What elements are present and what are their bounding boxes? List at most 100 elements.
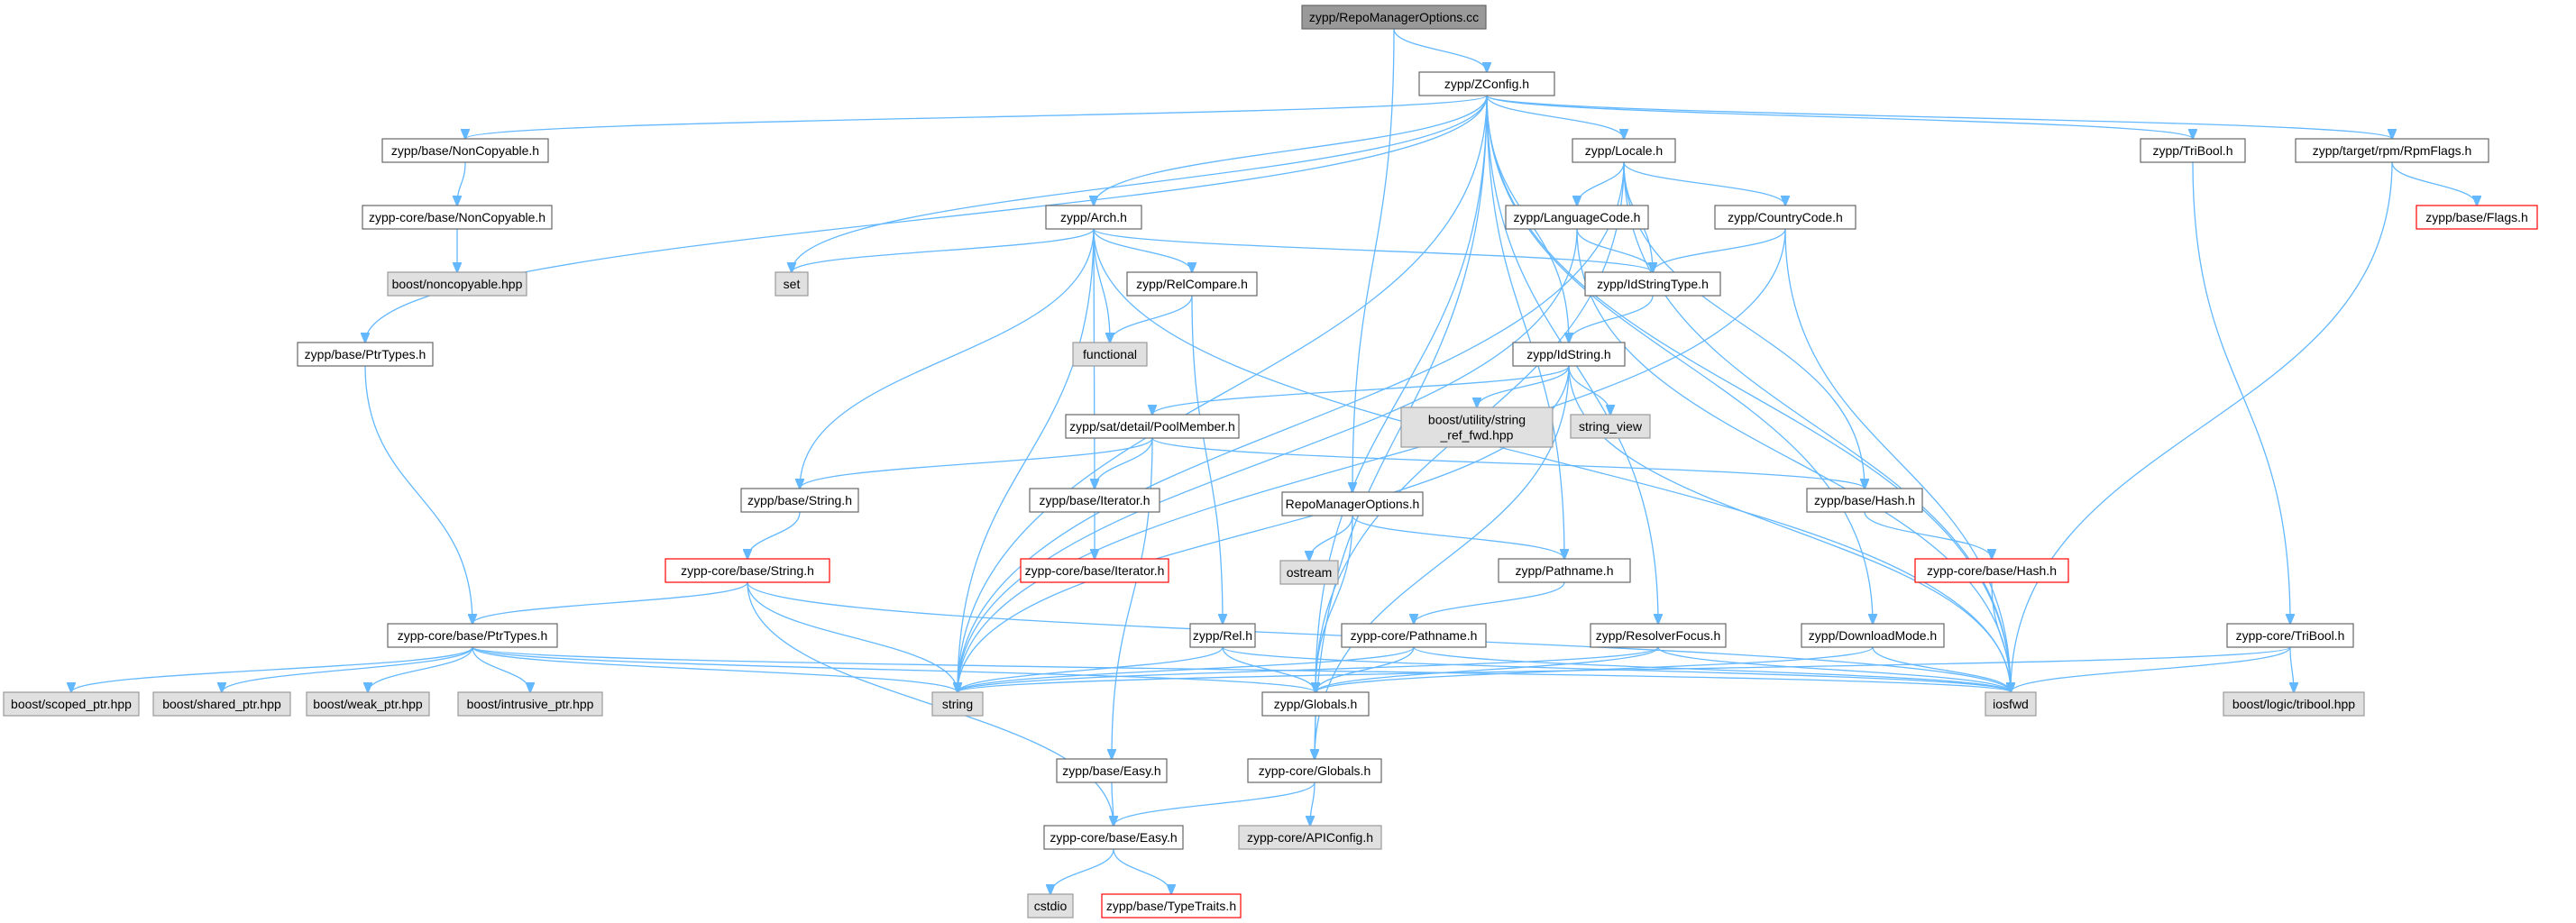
- edge-idstring-to-stringview: [1568, 365, 1610, 415]
- edge-locale-to-string: [958, 161, 1625, 692]
- node-cstdio: cstdio: [1027, 893, 1074, 918]
- node-label-baseflags: zypp/base/Flags.h: [2425, 210, 2528, 224]
- node-coretribool[interactable]: zypp-core/TriBool.h: [2226, 623, 2354, 648]
- edge-globals-to-coreglobals: [1315, 715, 1316, 759]
- node-languagecode[interactable]: zypp/LanguageCode.h: [1505, 205, 1649, 230]
- node-downloadmode[interactable]: zypp/DownloadMode.h: [1801, 623, 1945, 648]
- node-rel[interactable]: zypp/Rel.h: [1189, 623, 1256, 648]
- node-coreeasy[interactable]: zypp-core/base/Easy.h: [1043, 825, 1184, 850]
- node-set: set: [775, 271, 809, 297]
- edge-countrycode-to-string: [958, 228, 1786, 692]
- node-boostnoncopyable: boost/noncopyable.hpp: [387, 271, 527, 297]
- node-box-basestring: [740, 488, 859, 513]
- node-root[interactable]: zypp/RepoManagerOptions.cc: [1301, 5, 1487, 30]
- edge-coreptrtypes-to-iosfwd: [472, 646, 2011, 692]
- node-tribool[interactable]: zypp/TriBool.h: [2140, 138, 2246, 163]
- edge-coreeasy-to-cstdio: [1050, 848, 1114, 894]
- node-label-baseiterator: zypp/base/Iterator.h: [1040, 493, 1150, 507]
- edge-coreglobals-to-coreeasy: [1114, 781, 1316, 826]
- node-apiconfig: zypp-core/APIConfig.h: [1238, 825, 1382, 850]
- edge-coreptrtypes-to-string: [472, 646, 958, 692]
- node-label-apiconfig: zypp-core/APIConfig.h: [1247, 830, 1373, 845]
- edge-arch-to-set: [792, 228, 1095, 272]
- node-label-repomanageroptions: RepoManagerOptions.h: [1286, 497, 1420, 511]
- node-ostream: ostream: [1279, 560, 1339, 585]
- node-box-corestring: [665, 558, 830, 583]
- node-idstringtype[interactable]: zypp/IdStringType.h: [1584, 271, 1721, 297]
- node-label-coreptrtypes: zypp-core/base/PtrTypes.h: [398, 628, 548, 643]
- node-countrycode[interactable]: zypp/CountryCode.h: [1714, 205, 1856, 230]
- node-baseflags: zypp/base/Flags.h: [2416, 205, 2538, 230]
- edge-coreglobals-to-apiconfig: [1310, 781, 1316, 826]
- node-baseiterator[interactable]: zypp/base/Iterator.h: [1029, 488, 1160, 513]
- node-label-corepathname: zypp-core/Pathname.h: [1351, 628, 1478, 643]
- node-boostutility: boost/utility/string_ref_fwd.hpp: [1400, 407, 1554, 448]
- edge-languagecode-to-string: [958, 228, 1578, 692]
- node-label-arch: zypp/Arch.h: [1060, 210, 1127, 224]
- node-box-weakptr: [306, 691, 430, 717]
- node-label-basehash: zypp/base/Hash.h: [1814, 493, 1915, 507]
- edge-countrycode-to-iosfwd: [1784, 228, 2011, 692]
- node-repomanageroptions[interactable]: RepoManagerOptions.h: [1281, 491, 1424, 516]
- node-box-stringview: [1570, 414, 1651, 439]
- node-globals[interactable]: zypp/Globals.h: [1261, 691, 1370, 717]
- node-box-root: [1301, 5, 1487, 30]
- node-box-downloadmode: [1801, 623, 1945, 648]
- node-box-boostutility: [1400, 407, 1554, 448]
- edges-layer: [71, 28, 2477, 894]
- edge-basehash-to-corehash: [1864, 511, 1992, 559]
- node-label-countrycode: zypp/CountryCode.h: [1728, 210, 1843, 224]
- node-coreptrtypes[interactable]: zypp-core/base/PtrTypes.h: [387, 623, 558, 648]
- node-corenoncopyable[interactable]: zypp-core/base/NonCopyable.h: [362, 205, 553, 230]
- edge-basestring-to-corestring: [747, 511, 801, 559]
- edge-coreptrtypes-to-intrusiveptr: [472, 646, 530, 692]
- node-label-iosfwd: iosfwd: [1993, 697, 2029, 711]
- node-label-locale: zypp/Locale.h: [1585, 143, 1663, 158]
- node-box-apiconfig: [1238, 825, 1382, 850]
- edge-zconfig-to-noncopyable: [465, 95, 1488, 139]
- node-coreiterator: zypp-core/base/Iterator.h: [1020, 558, 1169, 583]
- edge-coretribool-to-string: [958, 646, 2291, 692]
- node-locale[interactable]: zypp/Locale.h: [1572, 138, 1676, 163]
- edge-repomanageroptions-to-ostream: [1309, 515, 1353, 561]
- node-label-string: string: [942, 697, 973, 711]
- node-box-ptrtypes: [297, 342, 434, 367]
- edge-tribool-to-coretribool: [2192, 161, 2290, 624]
- node-ptrtypes[interactable]: zypp/base/PtrTypes.h: [297, 342, 434, 367]
- node-rpmflags[interactable]: zypp/target/rpm/RpmFlags.h: [2295, 138, 2489, 163]
- node-baseeasy[interactable]: zypp/base/Easy.h: [1056, 758, 1168, 783]
- node-resolverfocus[interactable]: zypp/ResolverFocus.h: [1590, 623, 1727, 648]
- node-label-idstringtype: zypp/IdStringType.h: [1597, 277, 1709, 291]
- edge-locale-to-countrycode: [1623, 161, 1785, 206]
- node-box-corepathname: [1341, 623, 1487, 648]
- edge-rel-to-string: [958, 646, 1224, 692]
- node-zconfig[interactable]: zypp/ZConfig.h: [1418, 71, 1555, 96]
- node-label-stringview: string_view: [1579, 419, 1643, 434]
- node-box-idstring: [1512, 342, 1626, 367]
- node-relcompare[interactable]: zypp/RelCompare.h: [1126, 271, 1258, 297]
- node-noncopyable[interactable]: zypp/base/NonCopyable.h: [381, 138, 549, 163]
- edge-zconfig-to-tribool: [1486, 95, 2193, 139]
- edge-poolmember-to-baseeasy: [1112, 437, 1153, 759]
- edge-resolverfocus-to-iosfwd: [1657, 646, 2011, 692]
- node-label-corehash: zypp-core/base/Hash.h: [1927, 563, 2057, 578]
- node-poolmember[interactable]: zypp/sat/detail/PoolMember.h: [1065, 414, 1240, 439]
- node-coreglobals[interactable]: zypp-core/Globals.h: [1247, 758, 1382, 783]
- node-basehash[interactable]: zypp/base/Hash.h: [1806, 488, 1923, 513]
- edge-relcompare-to-functional: [1110, 295, 1193, 343]
- node-label-relcompare: zypp/RelCompare.h: [1136, 277, 1248, 291]
- node-basestring[interactable]: zypp/base/String.h: [740, 488, 859, 513]
- node-functional: functional: [1072, 342, 1148, 367]
- edge-zconfig-to-set: [792, 95, 1488, 272]
- node-pathname[interactable]: zypp/Pathname.h: [1498, 558, 1631, 583]
- edge-zconfig-to-string: [958, 95, 1488, 692]
- node-arch[interactable]: zypp/Arch.h: [1045, 205, 1142, 230]
- node-idstring[interactable]: zypp/IdString.h: [1512, 342, 1626, 367]
- edge-idstring-to-coreglobals: [1315, 365, 1570, 759]
- node-box-noncopyable: [381, 138, 549, 163]
- edge-corestring-to-coreptrtypes: [472, 581, 748, 624]
- node-corepathname[interactable]: zypp-core/Pathname.h: [1341, 623, 1487, 648]
- edge-coreptrtypes-to-weakptr: [368, 646, 473, 692]
